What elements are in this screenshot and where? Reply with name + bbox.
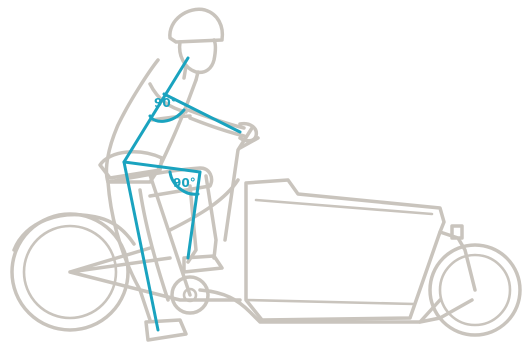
- rear-shoe: [146, 320, 186, 340]
- arm-angle-label: 90°: [154, 96, 177, 110]
- hip-angle-label: 90°: [173, 176, 196, 190]
- helmet: [170, 9, 223, 42]
- cargo-box: [246, 180, 444, 320]
- forearm: [188, 110, 244, 136]
- front-shoe: [184, 256, 222, 272]
- cargo-bike: [12, 128, 520, 335]
